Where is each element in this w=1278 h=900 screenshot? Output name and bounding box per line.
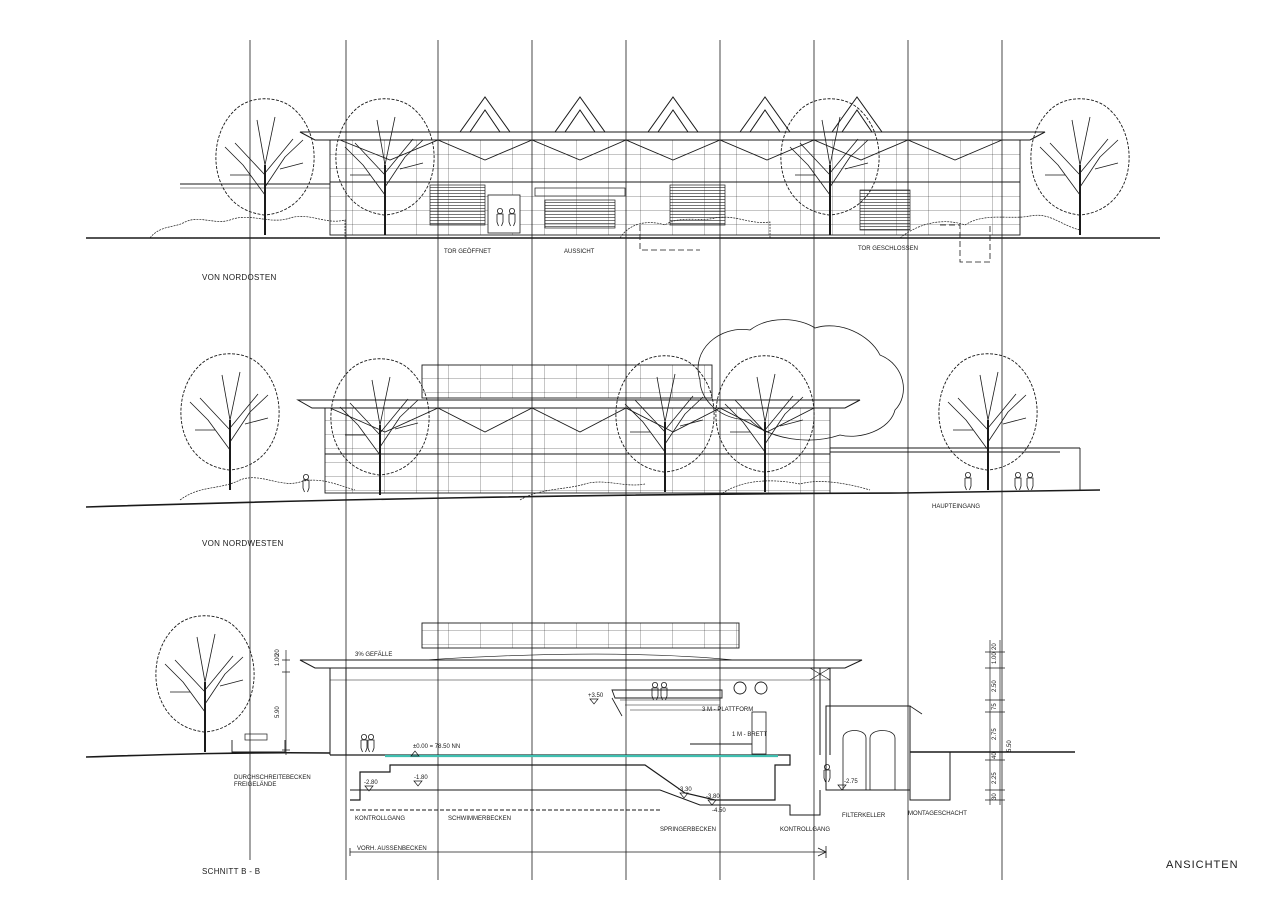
label-tor-open: TOR GEÖFFNET	[444, 248, 491, 255]
label-entrance: HAUPTEINGANG	[932, 504, 980, 510]
label-diving-pool: SPRINGERBECKEN	[660, 827, 716, 833]
label-shaft: MONTAGESCHACHT	[908, 811, 967, 817]
label-footbath: DURCHSCHREITEBECKEN	[234, 775, 311, 781]
label-minus-330: -3.30	[678, 787, 692, 793]
dim-left-0: 1.00	[275, 654, 281, 666]
dim-right-1: 1.00	[992, 652, 998, 664]
elevation-northeast	[86, 96, 1160, 263]
label-control-right: KONTROLLGANG	[780, 827, 830, 833]
label-tor-closed: TOR GESCHLOSSEN	[858, 246, 918, 252]
label-pool: SCHWIMMERBECKEN	[448, 816, 511, 822]
label-control-left: KONTROLLGANG	[355, 816, 405, 822]
sheet-title: ANSICHTEN	[1166, 859, 1239, 871]
dim-right-5: 40	[992, 752, 998, 759]
label-platform: 3 M - PLATTFORM	[702, 707, 753, 713]
dim-left-2: 5.90	[275, 706, 281, 718]
title-northeast: VON NORDOSTEN	[202, 273, 277, 282]
elevation-northwest	[85, 319, 1101, 508]
label-level-zero: ±0.00 = 78.50 NN	[413, 744, 460, 750]
label-plus-350: +3.50	[588, 693, 604, 699]
label-outdoor-pool: VORH. AUSSENBECKEN	[357, 846, 427, 852]
title-section: SCHNITT B - B	[202, 867, 260, 876]
section-b-b	[85, 614, 1075, 858]
label-minus-450: -4.50	[712, 808, 726, 814]
label-minus-380: -3.80	[706, 794, 720, 800]
dim-right-2: 2.50	[992, 680, 998, 692]
title-northwest: VON NORDWESTEN	[202, 539, 284, 548]
dim-left-1: 20	[275, 649, 281, 656]
dim-right-7: 5.50	[1007, 740, 1013, 752]
label-minus-180: -1.80	[414, 775, 428, 781]
label-outdoor: FREIGELÄNDE	[234, 781, 276, 788]
label-minus-275: -2.75	[844, 779, 858, 785]
dim-right-0: 20	[992, 643, 998, 650]
label-slope: 3% GEFÄLLE	[355, 651, 392, 658]
label-minus-280: -2.80	[364, 780, 378, 786]
dim-right-8: 30	[992, 793, 998, 800]
label-view: AUSSICHT	[564, 249, 595, 255]
dim-right-4: 2.75	[992, 728, 998, 740]
label-filter: FILTERKELLER	[842, 813, 886, 819]
dim-right-3: 75	[992, 703, 998, 710]
label-board: 1 M - BRETT	[732, 732, 767, 738]
dim-right-6: 2.25	[992, 772, 998, 784]
